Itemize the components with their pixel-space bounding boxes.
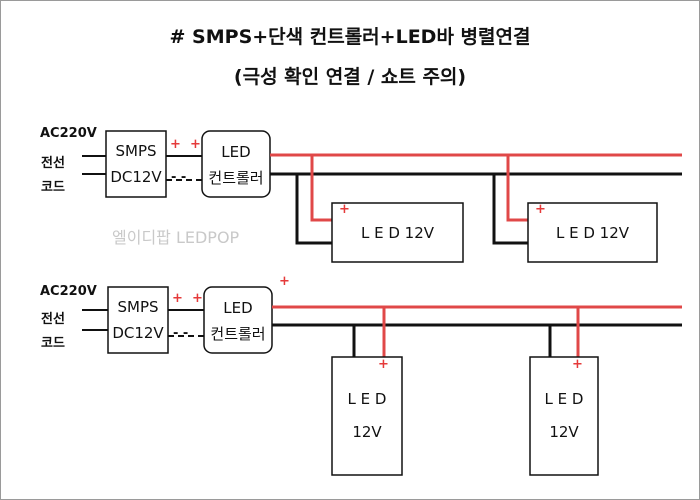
controller-label: LED xyxy=(221,143,251,161)
controller-box xyxy=(203,286,273,354)
page-subtitle: (극성 확인 연결 / 쇼트 주의) xyxy=(233,66,467,88)
led-voltage: 12V xyxy=(549,423,579,441)
negative-branch xyxy=(295,174,332,245)
led-label: L E D 12V xyxy=(360,224,435,242)
led-bar xyxy=(527,202,658,263)
led-bar xyxy=(331,202,464,263)
smps-label: SMPS xyxy=(117,298,159,316)
wire-label: 전선 xyxy=(41,156,65,171)
plus-sign: + xyxy=(170,137,181,152)
controller-label-kr: 컨트롤러 xyxy=(208,169,264,187)
controller-label-kr: 컨트롤러 xyxy=(210,325,266,343)
plus-sign: + xyxy=(172,291,183,306)
controller-box xyxy=(201,130,271,198)
positive-branch xyxy=(506,155,528,222)
led-label: L E D xyxy=(544,390,584,408)
smps-voltage: DC12V xyxy=(112,324,164,342)
ac-label: AC220V xyxy=(40,284,97,299)
page-title: # SMPS+단색 컨트롤러+LED바 병렬연결 xyxy=(169,26,531,48)
led-voltage: 12V xyxy=(352,423,382,441)
smps-label: SMPS xyxy=(115,142,157,160)
smps-voltage: DC12V xyxy=(110,168,162,186)
plus-sign: + xyxy=(535,202,546,217)
plus-sign: + xyxy=(378,357,389,372)
smps-box xyxy=(105,130,167,198)
led-label: L E D xyxy=(347,390,387,408)
minus-sign: - - xyxy=(173,326,189,341)
positive-branch xyxy=(310,155,332,222)
plus-sign: + xyxy=(279,274,290,289)
watermark: 엘이디팝 LEDPOP xyxy=(112,228,240,247)
ac-label: AC220V xyxy=(40,126,97,141)
controller-label: LED xyxy=(223,299,253,317)
wire-label: 전선 xyxy=(41,312,65,327)
smps-box xyxy=(107,286,169,354)
cord-label: 코드 xyxy=(41,180,65,195)
negative-branch xyxy=(492,174,528,245)
plus-sign: + xyxy=(192,291,203,306)
plus-sign: + xyxy=(572,357,583,372)
cord-label: 코드 xyxy=(41,336,65,351)
led-bar xyxy=(331,356,403,476)
led-label: L E D 12V xyxy=(555,224,630,242)
plus-sign: + xyxy=(339,202,350,217)
led-bar xyxy=(529,356,599,476)
minus-sign: - - xyxy=(171,170,187,185)
plus-sign: + xyxy=(190,137,201,152)
